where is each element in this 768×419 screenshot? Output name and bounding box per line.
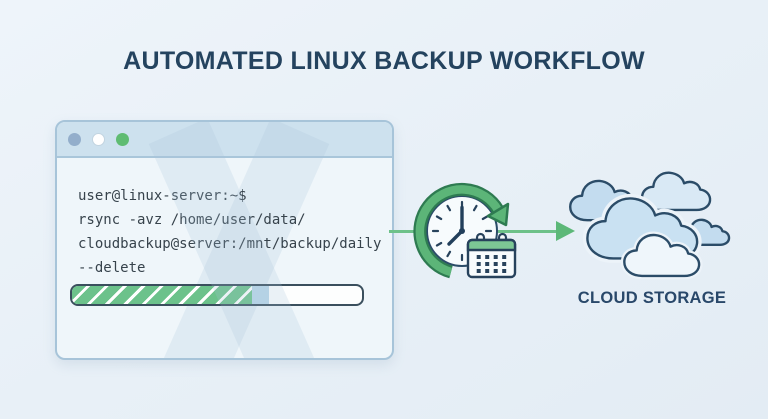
window-control-dot-2: [92, 132, 105, 146]
terminal-command-text: user@linux-server:~$ rsync -avz /home/us…: [57, 158, 392, 280]
page-title: AUTOMATED LINUX BACKUP WORKFLOW: [123, 47, 645, 75]
cloud-storage-label: CLOUD STORAGE: [577, 289, 727, 307]
progress-buffer: [251, 286, 270, 304]
progress-fill: [72, 286, 252, 304]
terminal-line: rsync -avz /home/user/data/: [78, 212, 306, 228]
terminal-line: user@linux-server:~$: [78, 188, 247, 204]
flow-arrowhead-icon: [556, 221, 575, 241]
terminal-titlebar: [57, 122, 392, 158]
arc-arrowhead-icon: [486, 202, 510, 227]
progress-bar: [70, 284, 364, 306]
terminal-line: --delete: [78, 260, 146, 276]
clock-hands: [447, 205, 464, 246]
window-control-dot-1: [68, 132, 81, 146]
window-control-dot-3: [116, 132, 129, 146]
terminal-window: user@linux-server:~$ rsync -avz /home/us…: [55, 120, 394, 360]
cloud-storage-icon: [566, 164, 738, 280]
clock-calendar-schedule-icon: [413, 182, 517, 279]
terminal-body: user@linux-server:~$ rsync -avz /home/us…: [57, 158, 392, 356]
calendar-icon: [466, 232, 517, 279]
terminal-line: cloudbackup@server:/mnt/backup/daily: [78, 236, 382, 252]
